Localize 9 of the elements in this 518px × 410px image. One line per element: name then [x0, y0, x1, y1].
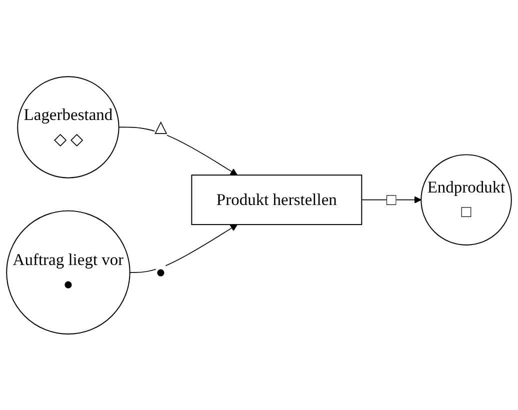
arrow [129, 224, 238, 273]
edge-label: △ [154, 118, 167, 136]
edge-label: ● [156, 263, 166, 282]
node-circle: Auftrag liegt vor ● [6, 210, 130, 334]
node-circle: Lagerbestand ◇ ◇ [17, 76, 120, 178]
arrow [118, 126, 238, 176]
node-circle: Endprodukt □ [420, 154, 512, 246]
node-box: Produkt herstellen [191, 174, 362, 225]
edge-label: □ [386, 190, 396, 209]
